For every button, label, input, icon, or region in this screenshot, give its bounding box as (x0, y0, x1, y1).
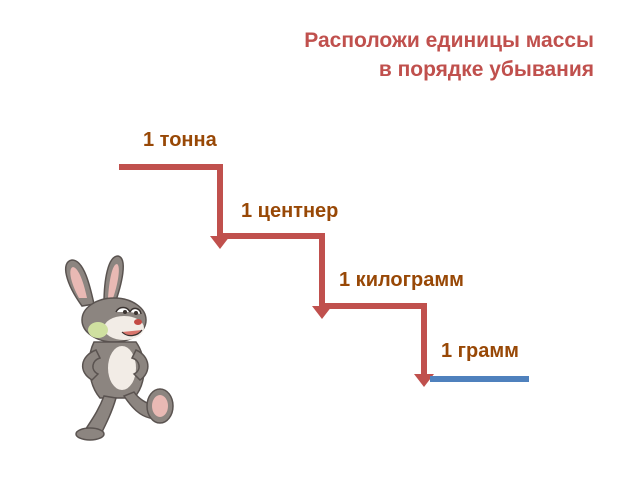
label-kilogram: 1 килограмм (339, 269, 464, 291)
title-line-1: Расположи единицы массы (304, 29, 594, 52)
step-2-arrowhead (312, 306, 332, 319)
label-centner: 1 центнер (241, 200, 339, 222)
rabbit-illustration (64, 255, 174, 441)
step-2-line (220, 233, 325, 310)
label-tonne: 1 тонна (143, 129, 217, 151)
step-1-line (119, 164, 223, 240)
label-gram: 1 грамм (441, 340, 519, 362)
title-line-2: в порядке убывания (378, 58, 594, 81)
step-3-line (322, 303, 427, 378)
slide-title: Расположи единицы массы в порядке убыван… (304, 26, 594, 84)
step-1-arrowhead (210, 236, 230, 249)
step-3-arrowhead (414, 374, 434, 387)
